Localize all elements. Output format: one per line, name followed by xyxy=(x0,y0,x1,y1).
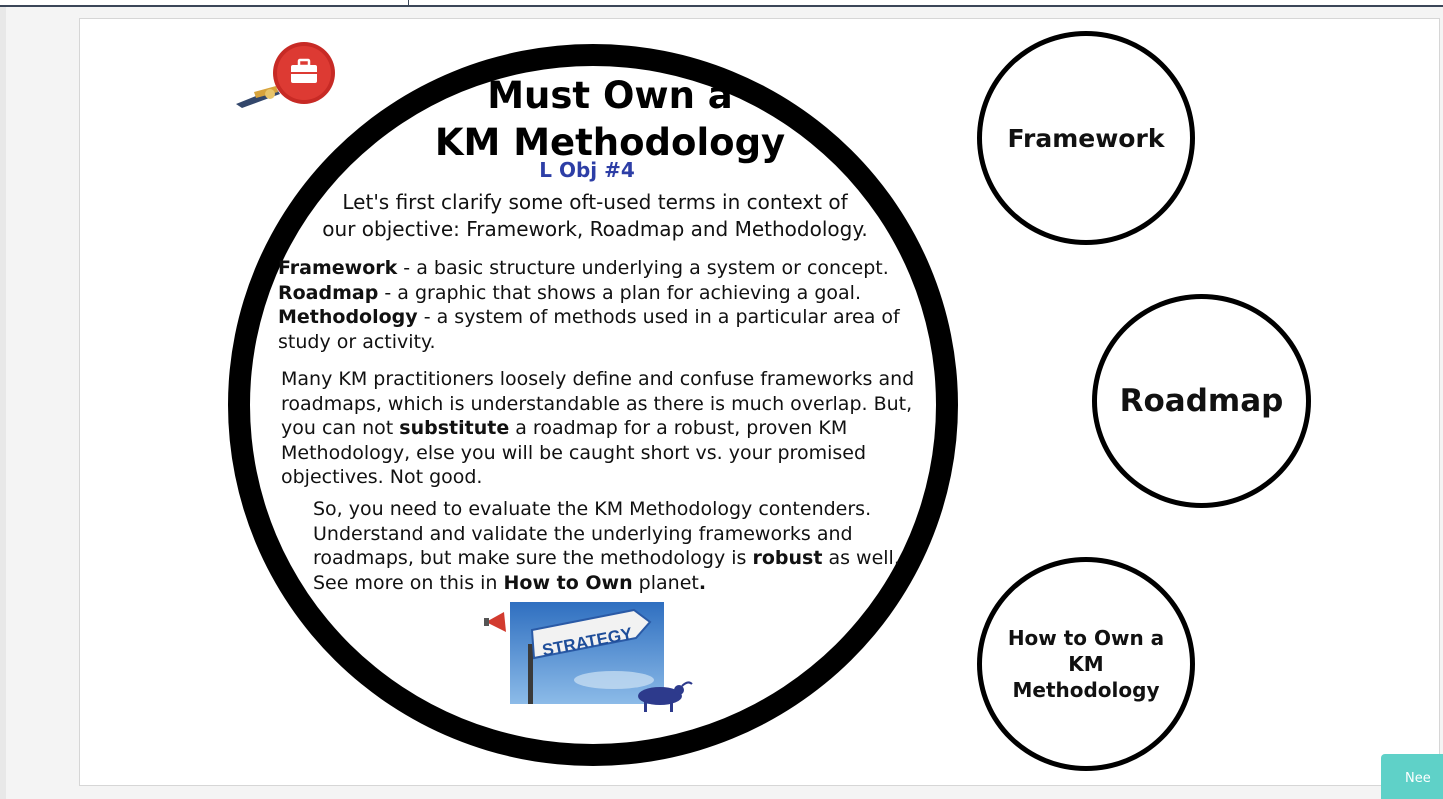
definition-text: - a basic structure underlying a system … xyxy=(397,257,889,279)
definition-text: - a system of methods used in a particul… xyxy=(278,306,900,353)
paragraph-evaluate-contenders: So, you need to evaluate the KM Methodol… xyxy=(313,497,913,595)
intro-line-1: Let's first clarify some oft-used terms … xyxy=(342,190,848,214)
briefcase-icon xyxy=(236,42,335,108)
para1-text-a: Many KM practitioners loosely define and… xyxy=(281,368,915,439)
para2-bold-period: . xyxy=(698,571,707,594)
definition-term: Roadmap xyxy=(278,281,379,304)
left-gutter xyxy=(0,7,6,799)
para1-text-b: a roadmap for a robust, proven KM Method… xyxy=(281,417,867,488)
slide-title-line-1: Must Own a xyxy=(487,74,733,117)
paragraph-frameworks-vs-roadmaps: Many KM practitioners loosely define and… xyxy=(281,367,941,490)
para1-bold: substitute xyxy=(399,417,510,439)
top-bar-divider xyxy=(408,0,409,7)
strategy-sign-image: STRATEGY xyxy=(484,602,693,712)
help-button[interactable]: Nee xyxy=(1381,754,1443,799)
megaphone-icon xyxy=(484,612,506,632)
intro-text: Let's first clarify some oft-used terms … xyxy=(280,189,910,243)
slide-title-line-2: KM Methodology xyxy=(434,121,786,164)
para2-text-c: planet xyxy=(632,571,699,594)
para2-bold-how-to-own: How to Own xyxy=(503,571,633,594)
top-bar xyxy=(0,0,1443,7)
definition-term: Methodology xyxy=(278,306,418,328)
framework-topic-circle[interactable]: Framework xyxy=(977,31,1195,245)
definition-methodology: Methodology - a system of methods used i… xyxy=(278,305,928,354)
roadmap-topic-circle[interactable]: Roadmap xyxy=(1092,294,1311,508)
definition-roadmap: Roadmap - a graphic that shows a plan fo… xyxy=(278,281,928,306)
definition-framework: Framework - a basic structure underlying… xyxy=(278,256,928,281)
slide-title: Must Own a KM Methodology xyxy=(400,72,820,166)
para2-text-b: as well. See more on this in xyxy=(313,547,900,594)
intro-line-2: our objective: Framework, Roadmap and Me… xyxy=(322,217,868,241)
learning-objective-label: L Obj #4 xyxy=(539,158,635,182)
definition-text: - a graphic that shows a plan for achiev… xyxy=(378,281,862,304)
how-to-own-topic-circle[interactable]: How to Own a KM Methodology xyxy=(977,557,1195,771)
definitions-list: Framework - a basic structure underlying… xyxy=(278,256,928,354)
para2-bold-robust: robust xyxy=(752,547,823,569)
definition-term: Framework xyxy=(278,257,398,279)
bull-icon xyxy=(638,681,693,712)
para2-text-a: So, you need to evaluate the KM Methodol… xyxy=(313,498,872,569)
